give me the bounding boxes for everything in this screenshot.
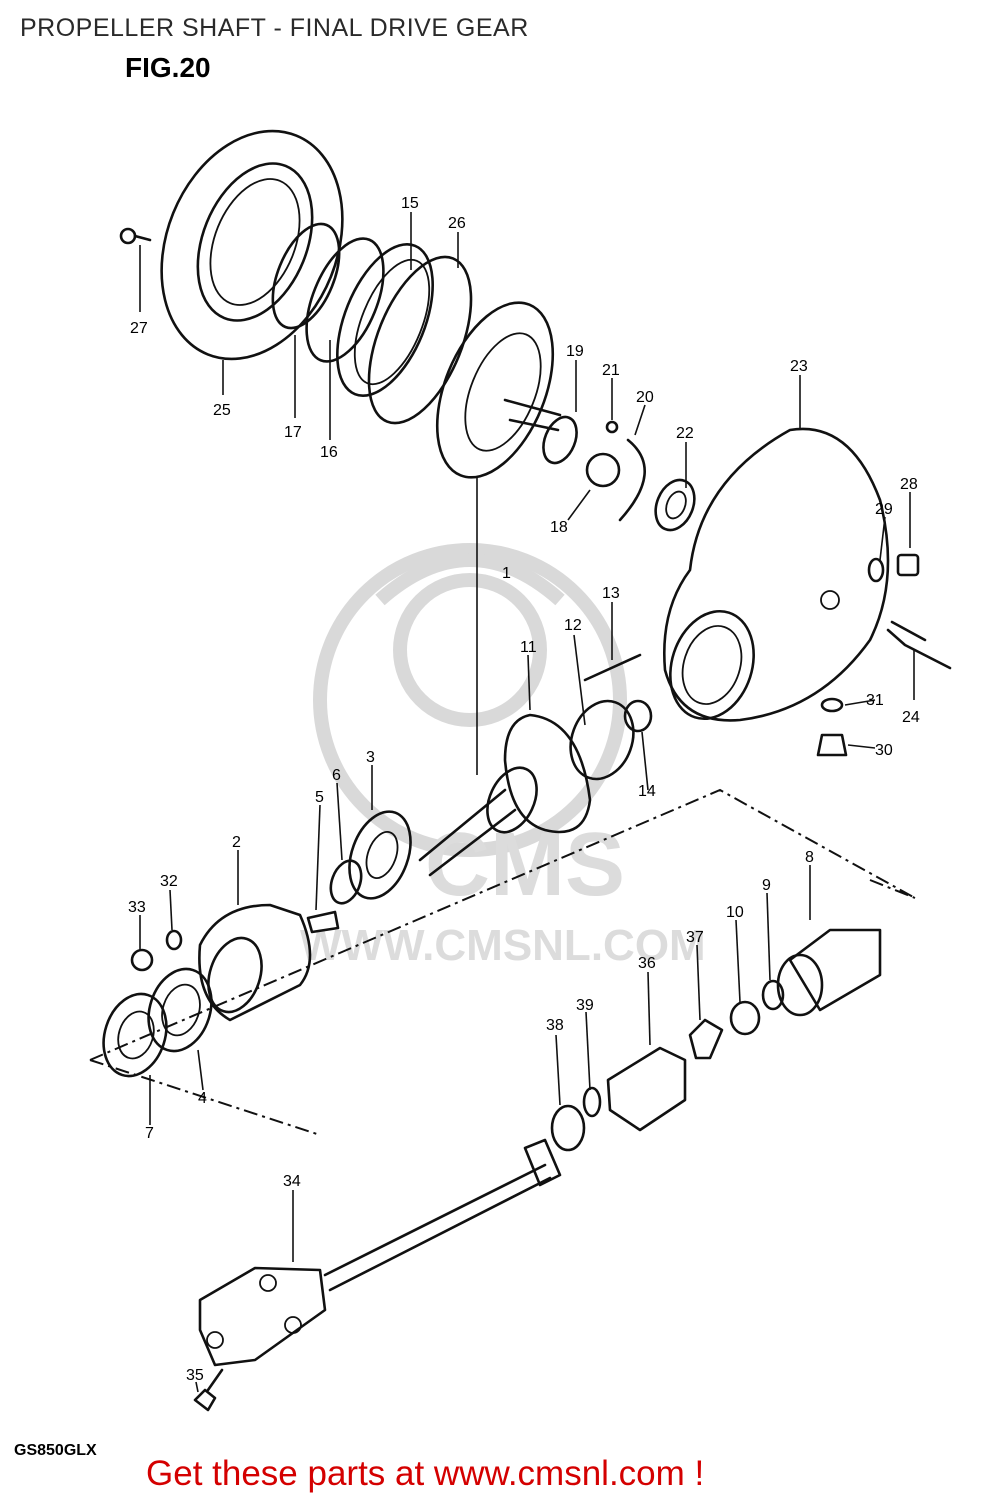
callout-3: 3 (366, 749, 375, 766)
callout-13: 13 (602, 585, 620, 602)
part-3-bearing (348, 810, 412, 900)
callout-24: 24 (902, 709, 920, 726)
callout-20: 20 (636, 389, 654, 406)
callout-34: 34 (283, 1173, 301, 1190)
part-2-bearing-case (198, 903, 312, 1022)
callout-15: 15 (401, 195, 419, 212)
watermark-logo-text: CMS (425, 815, 625, 915)
promo-link[interactable]: Get these parts at www.cmsnl.com ! (146, 1454, 705, 1493)
part-16-o-ring (305, 237, 385, 363)
exploded-parts-diagram: CMS WWW.CMSNL.COM (89, 129, 952, 1412)
leader-lines (139, 212, 915, 1393)
part-21-screw (605, 420, 619, 434)
part-17-oil-seal (271, 222, 341, 330)
part-18-bearing (585, 452, 621, 488)
page-title: PROPELLER SHAFT - FINAL DRIVE GEAR (20, 14, 529, 42)
callout-5: 5 (315, 789, 324, 806)
assembly-outline (89, 788, 916, 1136)
part-28-plug (896, 553, 920, 577)
part-6-shim (329, 859, 363, 905)
callout-9: 9 (762, 877, 771, 894)
part-9-washer (761, 979, 785, 1011)
part-ring-gear (435, 301, 562, 479)
part-34-propeller-shaft (198, 1138, 562, 1367)
callout-33: 33 (128, 899, 146, 916)
callout-2: 2 (232, 834, 241, 851)
part-11-bearing-retainer (503, 713, 592, 834)
watermark-logo: CMS WWW.CMSNL.COM (300, 543, 706, 970)
part-20-clip (618, 438, 646, 522)
part-33-nut (130, 948, 154, 972)
part-7-oil-seal (102, 992, 168, 1078)
figure-label: FIG.20 (125, 52, 211, 83)
part-30-plug (816, 733, 848, 757)
callout-26: 26 (448, 215, 466, 232)
part-23-gear-case (663, 427, 890, 722)
part-37-spring (688, 1018, 724, 1060)
callout-32: 32 (160, 873, 178, 890)
callout-19: 19 (566, 343, 584, 360)
callout-25: 25 (213, 402, 231, 419)
part-22-oil-seal (654, 478, 696, 532)
part-25-flange-plate (160, 129, 344, 361)
part-14-bearing (623, 699, 653, 733)
watermark-url-text: WWW.CMSNL.COM (300, 921, 706, 970)
part-15-bearing (336, 243, 434, 397)
callout-16: 16 (320, 444, 338, 461)
callout-18: 18 (550, 519, 568, 536)
part-38-o-ring (550, 1104, 586, 1152)
part-4-oil-seal (147, 967, 213, 1053)
part-39-circlip (582, 1086, 602, 1118)
part-12-o-ring (569, 699, 635, 781)
callout-8: 8 (805, 849, 814, 866)
part-5-spacer (306, 910, 340, 934)
callout-21: 21 (602, 362, 620, 379)
callout-35: 35 (186, 1367, 204, 1384)
part-19-shim (542, 415, 578, 465)
callout-1: 1 (502, 565, 511, 582)
part-35-bolt (193, 1368, 224, 1412)
callout-31: 31 (866, 692, 884, 709)
callout-30: 30 (875, 742, 893, 759)
part-13-pin (583, 653, 642, 682)
callout-17: 17 (284, 424, 302, 441)
part-36-cam-dog (606, 1046, 687, 1132)
part-32-washer (165, 929, 183, 951)
callout-14: 14 (638, 783, 656, 800)
callout-10: 10 (726, 904, 744, 921)
part-1-pinion-shaft (418, 478, 538, 877)
callout-7: 7 (145, 1125, 154, 1142)
callout-12: 12 (564, 617, 582, 634)
part-27-bolt (119, 227, 152, 245)
callout-37: 37 (686, 929, 704, 946)
callout-38: 38 (546, 1017, 564, 1034)
part-29-washer (867, 557, 885, 583)
callout-36: 36 (638, 955, 656, 972)
part-8-coupling (776, 928, 882, 1017)
callout-27: 27 (130, 320, 148, 337)
callout-39: 39 (576, 997, 594, 1014)
callout-6: 6 (332, 767, 341, 784)
part-24-stud (886, 620, 952, 670)
callout-11: 11 (520, 639, 537, 656)
callout-labels: 1 2 3 4 5 6 7 8 9 10 11 12 13 14 15 16 1… (128, 195, 920, 1384)
part-10-nut (729, 1000, 761, 1036)
part-26-o-ring (367, 255, 473, 425)
part-31-washer (820, 697, 844, 713)
callout-28: 28 (900, 476, 918, 493)
callout-29: 29 (875, 501, 893, 518)
callout-23: 23 (790, 358, 808, 375)
callout-22: 22 (676, 425, 694, 442)
callout-4: 4 (198, 1090, 207, 1107)
model-label: GS850GLX (14, 1442, 97, 1459)
